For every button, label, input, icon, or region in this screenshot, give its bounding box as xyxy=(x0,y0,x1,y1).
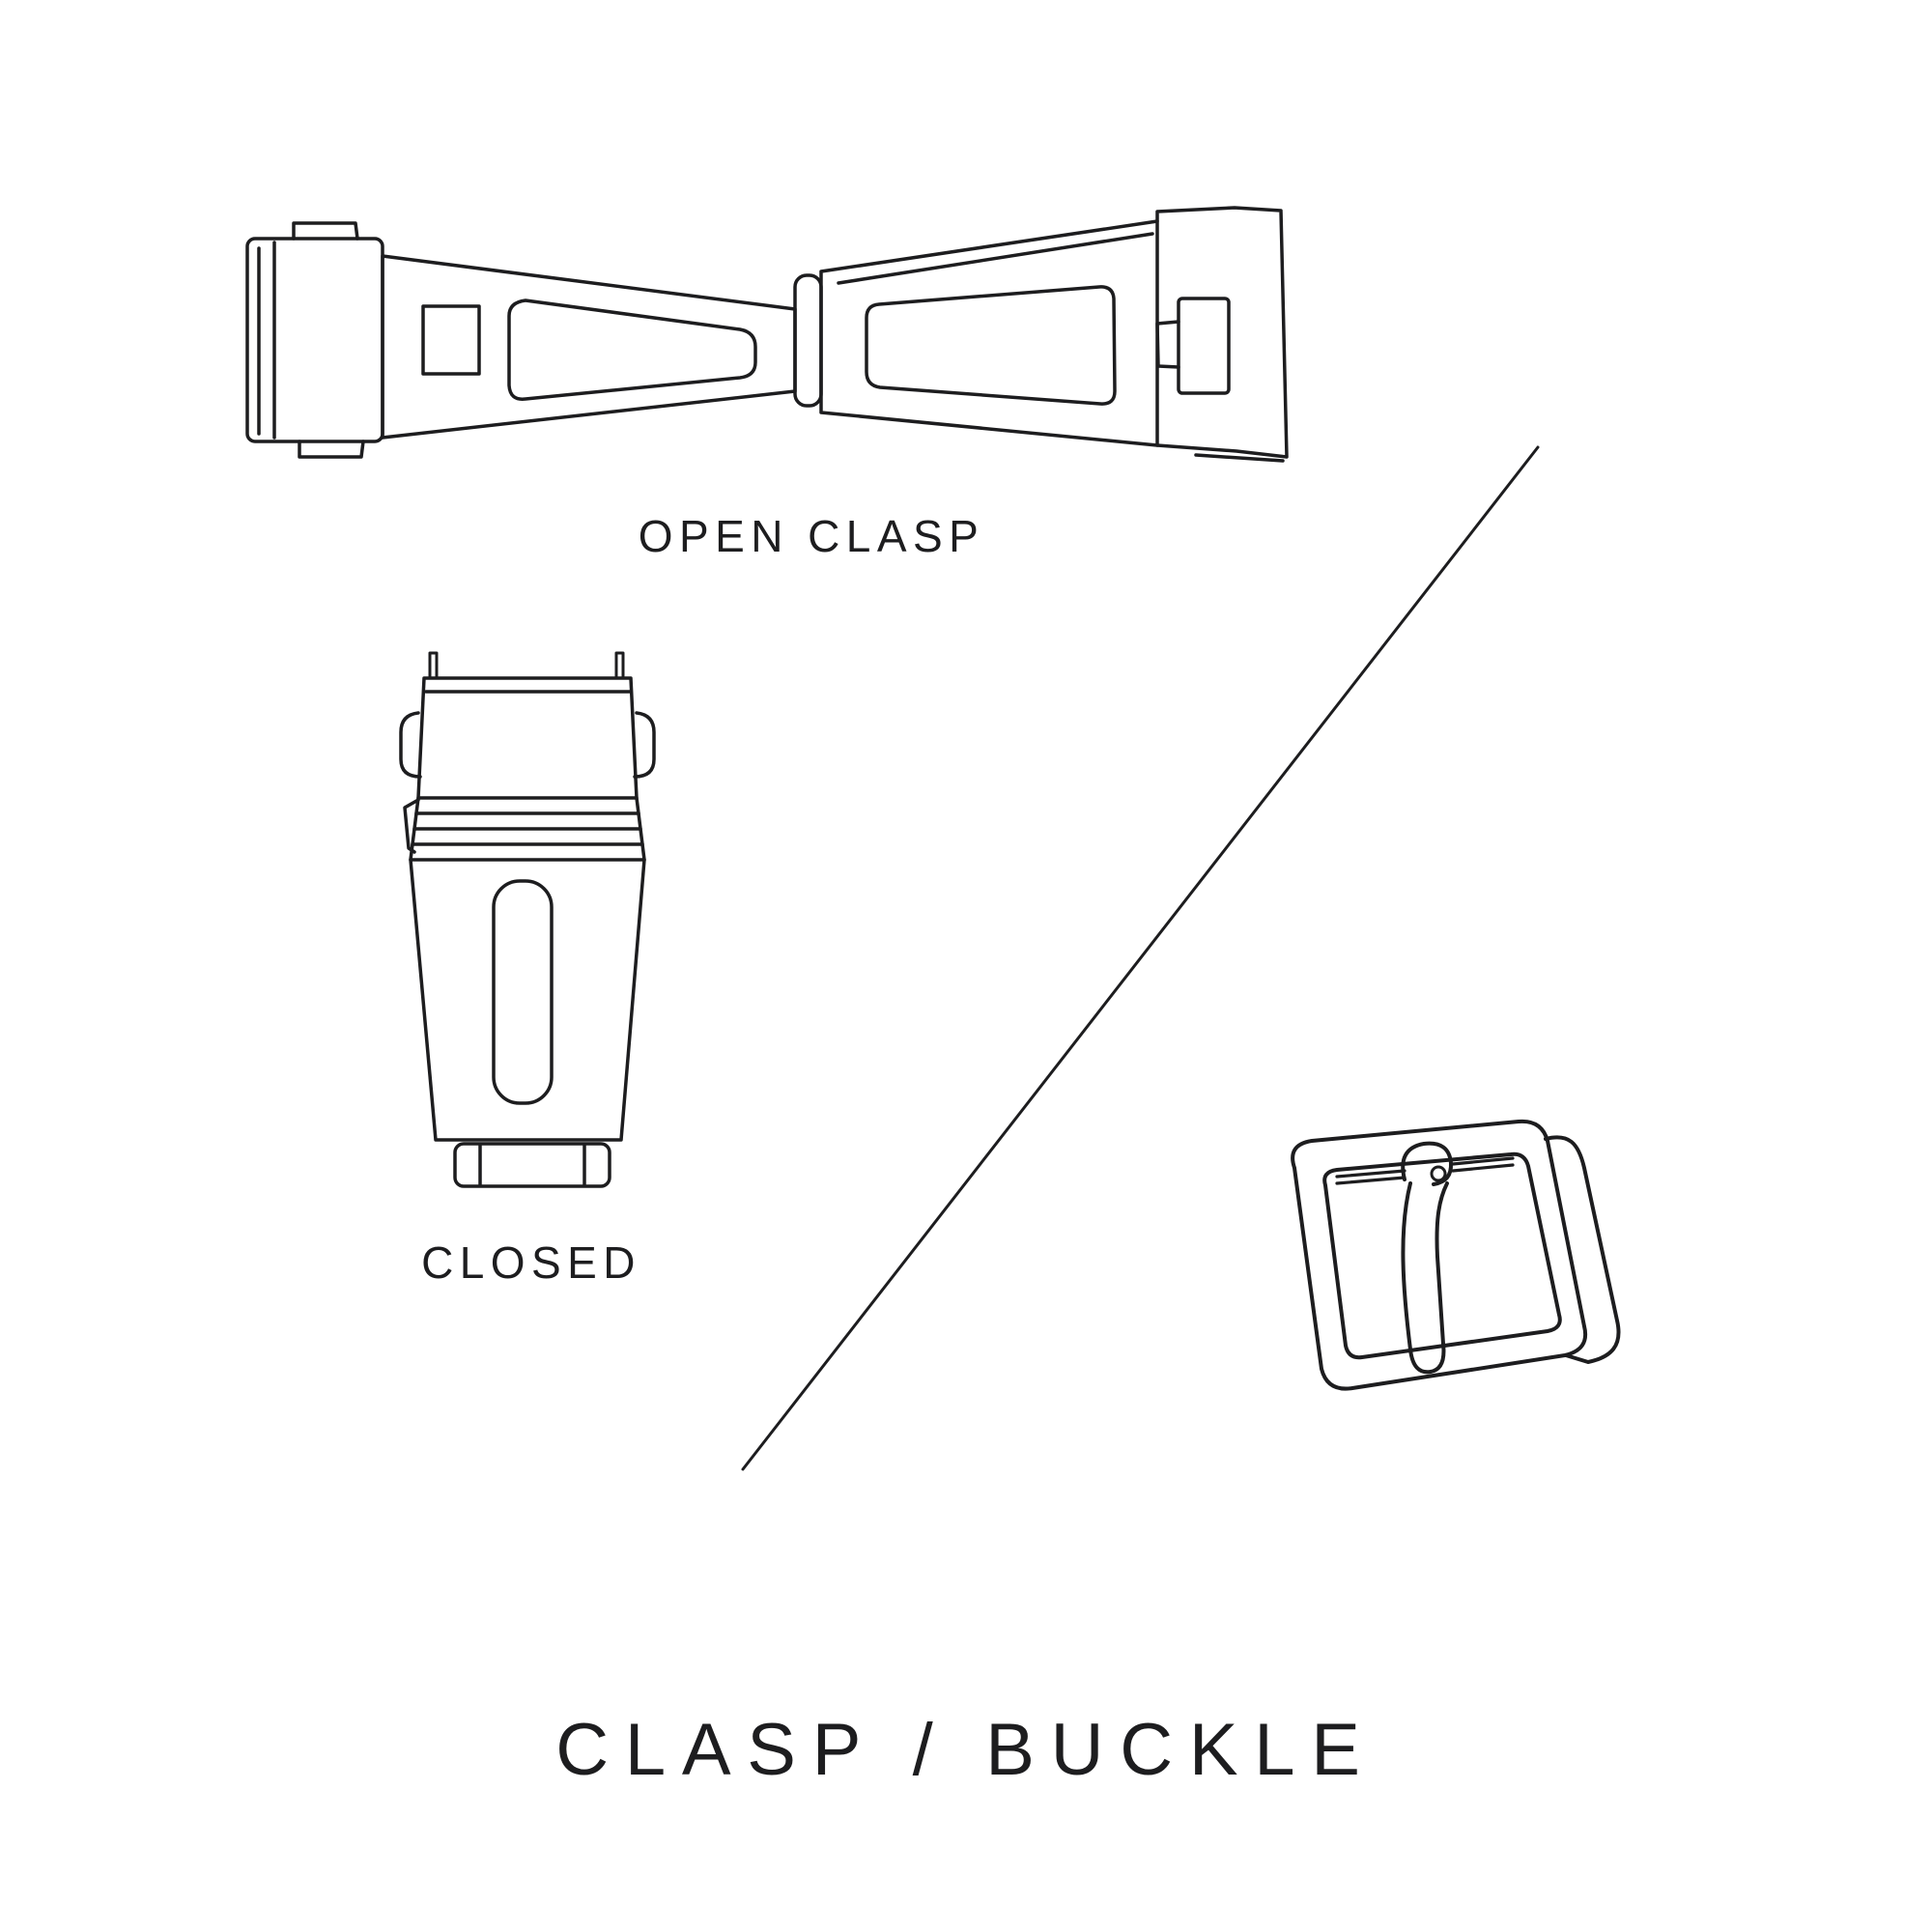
closed-clasp-bottom-bar xyxy=(453,1142,611,1188)
buckle-figure xyxy=(1244,1092,1621,1412)
closed-clasp-body xyxy=(409,858,646,1142)
closed-clasp-figure xyxy=(382,649,691,1190)
clasp-right-blade xyxy=(819,206,1289,463)
closed-clasp-drawing xyxy=(399,651,656,1188)
clasp-hinge xyxy=(793,273,823,408)
closed-clasp-prongs xyxy=(428,651,625,678)
closed-clasp-fold-lines xyxy=(403,796,646,862)
diagonal-divider-line xyxy=(741,445,1540,1471)
diagonal-divider xyxy=(715,415,1584,1507)
open-clasp-drawing xyxy=(245,206,1289,463)
buckle-frame xyxy=(1291,1119,1621,1391)
buckle-axle xyxy=(1335,1156,1515,1185)
open-clasp-label: OPEN CLASP xyxy=(638,511,985,561)
buckle-drawing xyxy=(1291,1119,1621,1391)
closed-clasp-top-box xyxy=(399,676,656,800)
page-title: CLASP / BUCKLE xyxy=(555,1709,1377,1791)
clasp-left-blade xyxy=(381,254,797,440)
clasp-fold-piece xyxy=(245,221,384,459)
buckle-pin xyxy=(1401,1141,1454,1375)
closed-clasp-label: CLOSED xyxy=(421,1237,641,1288)
open-clasp-figure xyxy=(228,198,1294,478)
